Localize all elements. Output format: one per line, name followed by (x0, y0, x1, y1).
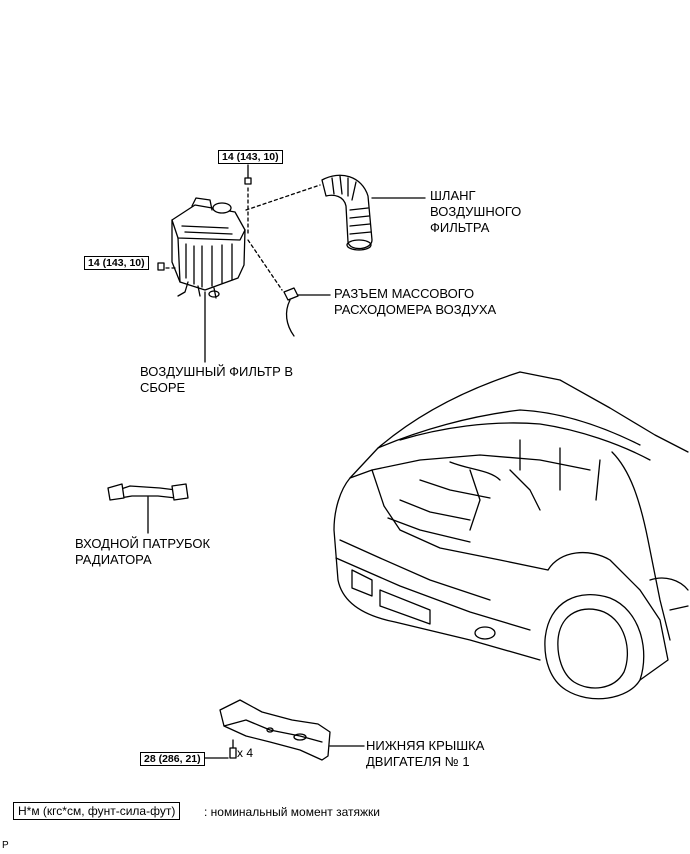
torque-box-bottom: 28 (286, 21) (140, 752, 205, 766)
air-filter-assembly-drawing (171, 197, 246, 299)
bolt-count: x 4 (237, 746, 254, 760)
left-bolt-icon (157, 262, 165, 271)
hose-dashed-line (245, 184, 321, 211)
radiator-inlet-label: ВХОДНОЙ ПАТРУБОК РАДИАТОРА (75, 536, 211, 567)
torque-box-left: 14 (143, 10) (84, 256, 149, 270)
vehicle-front-drawing (333, 371, 689, 700)
engine-cover-label: НИЖНЯЯ КРЫШКА ДВИГАТЕЛЯ № 1 (366, 738, 485, 769)
engine-under-cover-drawing (219, 699, 331, 761)
torque-box-top: 14 (143, 10) (218, 150, 283, 164)
bottom-bolt-icon (229, 747, 237, 759)
maf-connector-drawing (283, 287, 299, 337)
connector-dashed-line (247, 239, 283, 291)
legend-description: : номинальный момент затяжки (204, 805, 380, 819)
footer-code: P (2, 840, 9, 851)
air-filter-label: ВОЗДУШНЫЙ ФИЛЬТР В СБОРЕ (140, 364, 294, 395)
radiator-inlet-hose-drawing (107, 483, 189, 501)
top-bolt-icon (244, 164, 252, 185)
hose-label: ШЛАНГ ВОЗДУШНОГО ФИЛЬТРА (430, 188, 522, 235)
air-filter-hose-drawing (321, 174, 373, 251)
legend-units-box: Н*м (кгс*см, фунт-сила-фут) (13, 802, 181, 820)
maf-connector-label: РАЗЪЕМ МАССОВОГО РАСХОДОМЕРА ВОЗДУХА (334, 286, 497, 317)
